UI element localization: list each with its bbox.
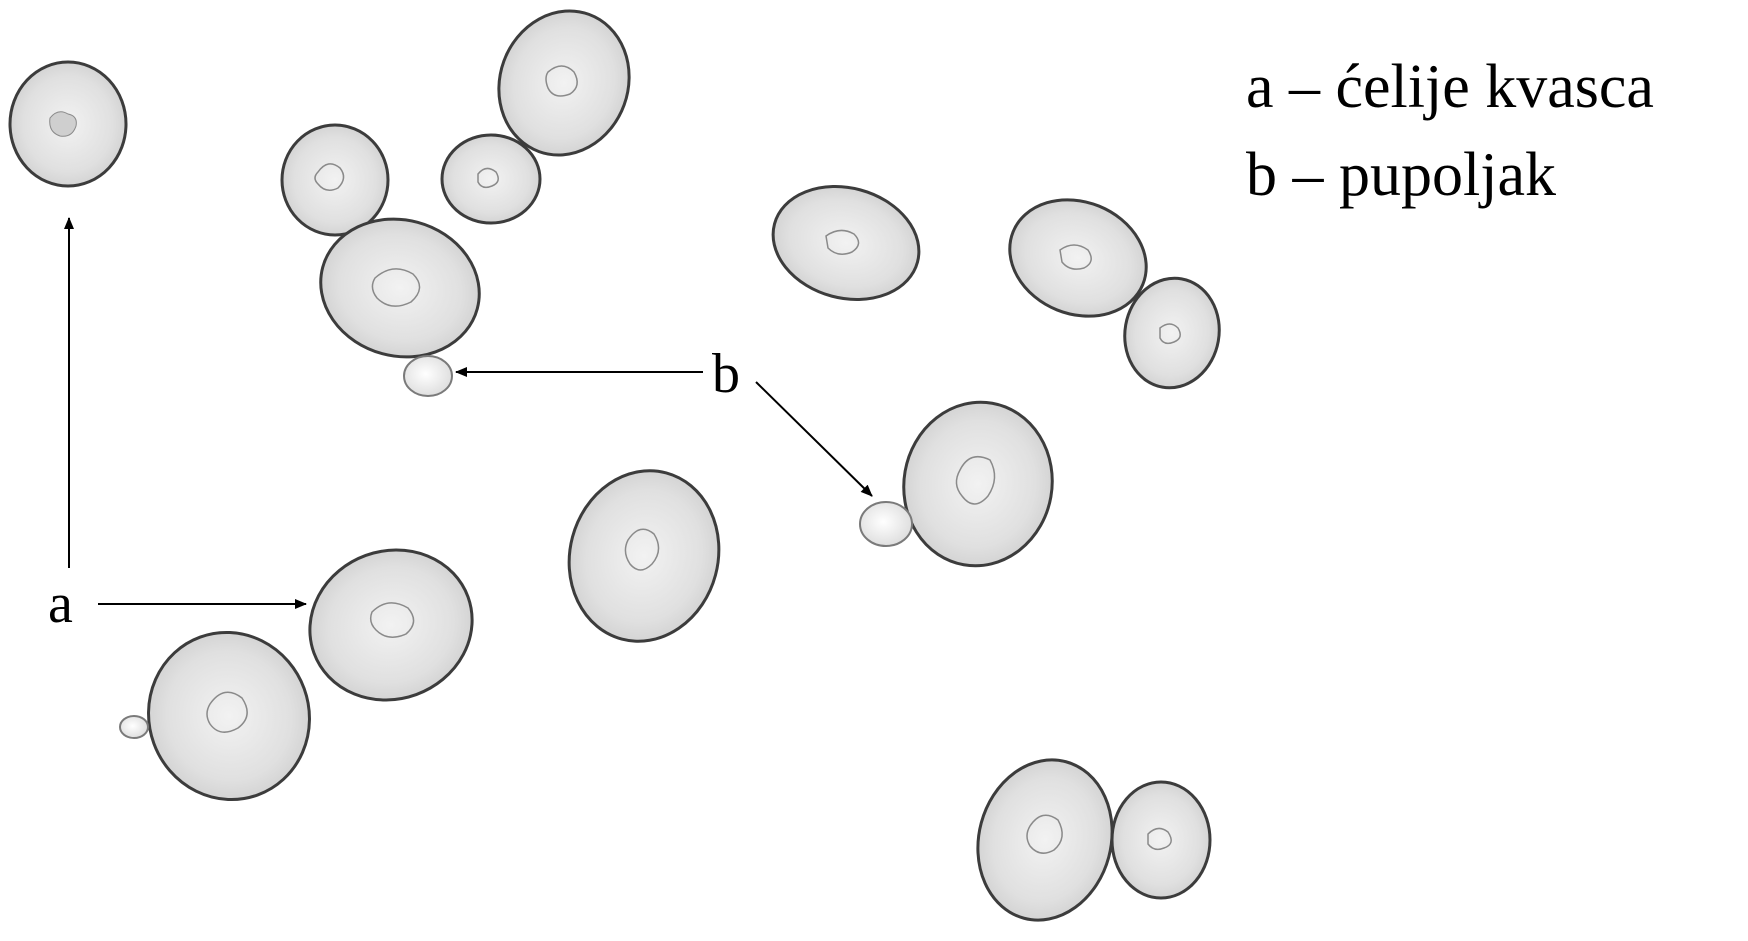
yeast-cell [280,123,390,237]
yeast-cell [771,185,921,301]
yeast-cell-budding [319,217,481,397]
yeast-cell-budding [859,400,1054,568]
bud [119,715,149,739]
label-b: b [712,343,740,405]
yeast-cell [1123,276,1221,390]
yeast-cell-budding [119,630,311,802]
bud [403,355,453,397]
bud [859,501,913,547]
label-a: a [48,573,73,635]
legend-item-b: b – pupoljak [1246,141,1556,209]
yeast-cell [567,469,721,643]
yeast-cell [308,548,474,702]
legend-item-a: a – ćelije kvasca [1246,53,1654,121]
yeast-cell [976,758,1114,922]
yeast-cell [8,60,128,188]
yeast-cell [497,9,631,157]
yeast-cell [440,133,542,225]
yeast-cell [1110,780,1212,900]
arrow-b-diagonal [755,381,873,497]
yeast-cell [1008,198,1148,318]
